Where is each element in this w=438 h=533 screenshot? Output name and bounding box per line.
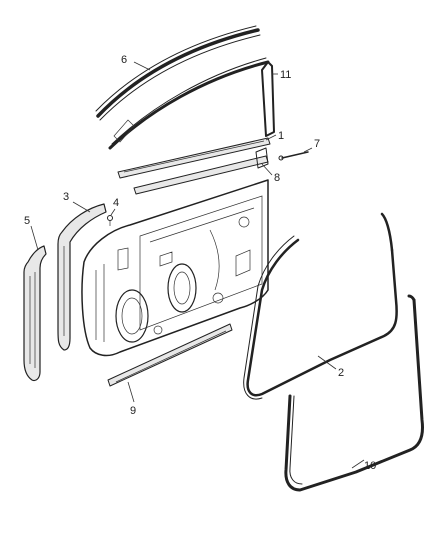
leader-lines bbox=[30, 61, 365, 469]
callout-2: 2 bbox=[338, 367, 344, 379]
door-inner-panel bbox=[81, 179, 269, 357]
part-5-hinge-seal bbox=[23, 245, 47, 382]
part-9-sill-seal bbox=[107, 323, 233, 387]
part-3-pillar-trim bbox=[57, 203, 107, 351]
callout-6: 6 bbox=[121, 54, 127, 66]
leader-6 bbox=[133, 61, 151, 71]
part-6-roof-rail-seal bbox=[95, 25, 261, 121]
callout-1: 1 bbox=[278, 130, 284, 142]
part-4-fastener bbox=[107, 215, 113, 226]
callout-10: 10 bbox=[364, 460, 376, 472]
callout-11: 11 bbox=[280, 69, 291, 81]
callout-9: 9 bbox=[130, 405, 136, 417]
leader-2 bbox=[317, 355, 337, 370]
leader-9 bbox=[127, 381, 135, 403]
leader-4 bbox=[110, 208, 116, 216]
callout-7: 7 bbox=[314, 138, 320, 150]
part-1-belt-weatherstrip bbox=[117, 137, 271, 179]
leader-8 bbox=[261, 163, 273, 176]
part-8-inner-belt-seal bbox=[133, 147, 269, 195]
part-2-door-weatherstrip bbox=[243, 212, 398, 400]
part-11-frame-molding bbox=[108, 57, 275, 150]
callout-8: 8 bbox=[274, 172, 280, 184]
part-7-clip bbox=[278, 151, 309, 161]
callout-4: 4 bbox=[113, 197, 119, 209]
leader-5 bbox=[30, 225, 39, 251]
leader-10 bbox=[351, 459, 365, 469]
part-10-opening-weatherstrip bbox=[284, 294, 424, 492]
callout-5: 5 bbox=[24, 215, 30, 227]
leader-1 bbox=[265, 134, 277, 141]
callout-labels: 1 2 3 4 5 6 7 8 9 10 11 bbox=[24, 54, 376, 472]
leader-7 bbox=[303, 147, 313, 153]
callout-3: 3 bbox=[63, 191, 69, 203]
leader-3 bbox=[72, 201, 91, 213]
